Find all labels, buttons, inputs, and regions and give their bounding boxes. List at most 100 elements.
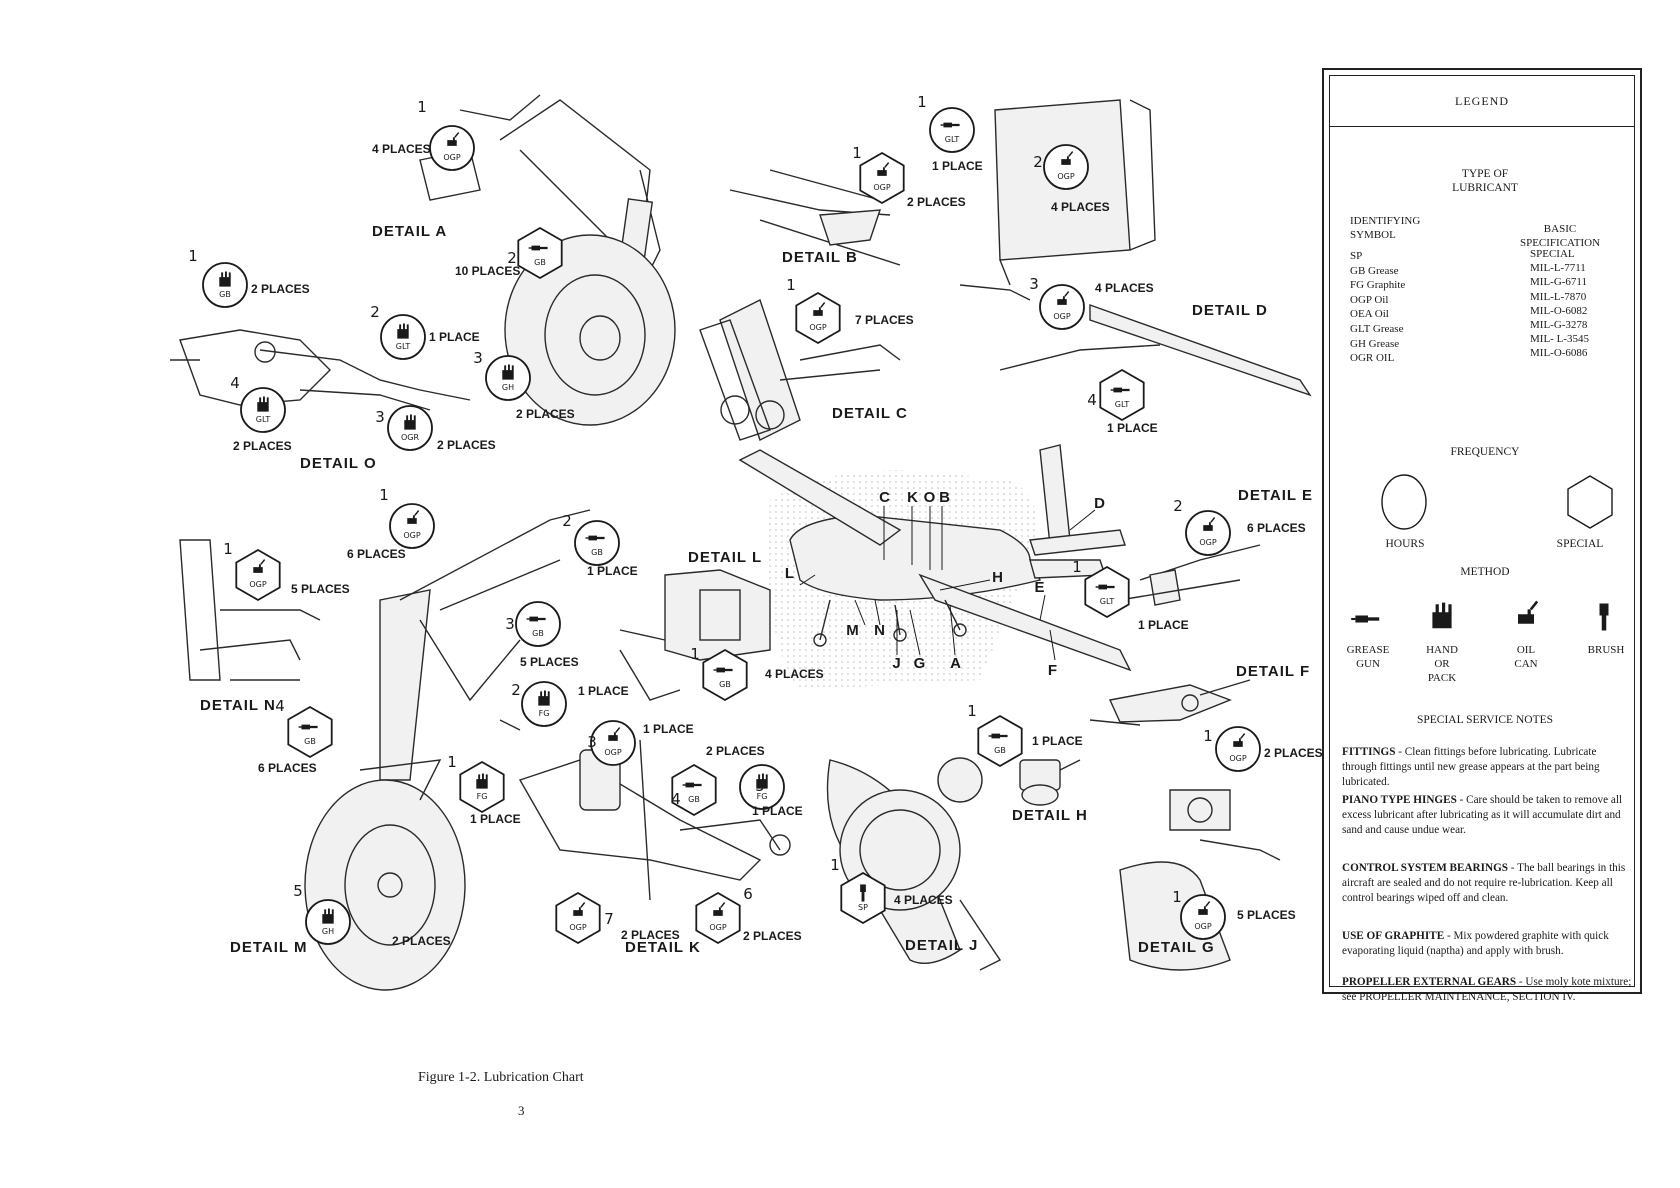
grease-gun-icon [1350, 614, 1381, 624]
lubricant-symbol-entry: GB Grease [1350, 264, 1399, 277]
lubricant-symbol: GB [532, 629, 544, 638]
lubricant-specification-entry: MIL-G-3278 [1530, 319, 1588, 331]
callout-gh-circle: GH 3 2 PLACES [473, 349, 574, 421]
callout-number: 1 [830, 856, 840, 874]
detail-e-drawing [1119, 544, 1261, 606]
frequency-circle-icon [590, 720, 636, 766]
frequency-hexagon-icon [1099, 368, 1145, 422]
callout-number: 3 [505, 615, 515, 633]
places-count: 6 PLACES [347, 547, 406, 561]
lubricant-symbol-entry: GLT Grease [1350, 323, 1404, 335]
lubricant-symbol: OGP [249, 580, 266, 589]
lubricant-symbol: OGP [1199, 538, 1216, 547]
places-count: 2 PLACES [907, 195, 966, 209]
detail-m-drawing [304, 509, 591, 991]
detail-label-l: DETAIL L [688, 549, 762, 566]
detail-label-a: DETAIL A [372, 223, 447, 240]
callout-number: 5 [293, 882, 303, 900]
detail-f-drawing [1089, 679, 1251, 726]
lubricant-specification-entry: MIL-O-6086 [1530, 347, 1588, 360]
service-note-heading: CONTROL SYSTEM BEARINGS [1342, 862, 1508, 874]
service-note-text: - Mix powdered graphite with quick evapo… [1342, 930, 1609, 957]
frequency-special-label: SPECIAL [1556, 538, 1604, 550]
lubricant-symbol: OGP [809, 323, 826, 332]
detail-l-drawing [619, 569, 771, 701]
lubricant-symbol: GLT [256, 415, 271, 424]
legend-inner-border: LEGEND TYPE OF LUBRICANT IDENTIFYING SYM… [1329, 75, 1635, 1003]
lubricant-symbol: GB [591, 548, 603, 557]
page-number: 3 [518, 1103, 525, 1118]
lubricant-symbol: OGP [1194, 922, 1211, 931]
legend-panel: LEGEND TYPE OF LUBRICANT IDENTIFYING SYM… [1322, 68, 1642, 1003]
places-count: 5 PLACES [1237, 908, 1296, 922]
service-note: PIANO TYPE HINGES - Care should be taken… [1342, 793, 1634, 838]
callout-number: 2 [1033, 153, 1043, 171]
callout-number: 6 [743, 885, 753, 903]
places-count: 2 PLACES [516, 407, 575, 421]
lubricant-symbol: GH [322, 927, 334, 936]
service-note-heading: USE OF GRAPHITE [1342, 930, 1445, 942]
method-label: BRUSH [1587, 644, 1625, 656]
lubricant-symbol-entry: GH Grease [1350, 337, 1400, 350]
service-note-heading: PIANO TYPE HINGES [1342, 794, 1457, 806]
lubricant-symbol-entry: OGR OIL [1350, 352, 1395, 365]
callout-number: 2 [562, 512, 572, 530]
aircraft-detail-letter: K [907, 489, 919, 506]
detail-label-d: DETAIL D [1192, 302, 1268, 319]
basic-specification-heading: BASIC SPECIFICATION [1519, 223, 1601, 249]
aircraft-detail-letter: A [950, 655, 962, 672]
lubricant-symbol: OGP [873, 183, 890, 192]
places-count: 1 PLACE [1138, 618, 1189, 632]
places-count: 2 PLACES [233, 439, 292, 453]
callout-number: 1 [917, 93, 927, 111]
detail-label-f: DETAIL F [1236, 663, 1310, 680]
callout-number: 4 [671, 790, 681, 808]
lubricant-symbol: GH [502, 383, 514, 392]
service-note-text: - Use moly kote mixture; see PROPELLER M… [1342, 976, 1632, 1003]
places-count: 2 PLACES [251, 282, 310, 296]
places-count: 4 PLACES [765, 667, 824, 681]
callout-number: 1 [1172, 888, 1182, 906]
lubricant-symbol: GLT [1115, 400, 1130, 409]
callout-number: 1 [188, 247, 198, 265]
callout-number: 3 [473, 349, 483, 367]
hours-circle-icon [1381, 474, 1427, 530]
lubricant-symbol: GB [534, 258, 546, 267]
frequency-circle-icon [1039, 284, 1085, 330]
detail-label-b: DETAIL B [782, 249, 858, 266]
callout-number: 5 [755, 777, 765, 795]
figure-caption: Figure 1-2. Lubrication Chart [418, 1070, 584, 1085]
aircraft-overview-drawing [738, 444, 1132, 690]
frequency-circle-icon [1043, 144, 1089, 190]
method-label: OIL CAN [1514, 644, 1538, 670]
lubricant-symbol-entry: FG Graphite [1350, 279, 1406, 292]
aircraft-detail-letter: O [924, 489, 937, 506]
callout-number: 1 [967, 702, 977, 720]
places-count: 1 PLACE [1107, 421, 1158, 435]
detail-n-drawing [179, 539, 321, 681]
aircraft-detail-letter: L [785, 565, 795, 582]
lubricant-specification-entry: MIL-G-6711 [1530, 276, 1588, 289]
places-count: 2 PLACES [706, 744, 765, 758]
hand-icon [1432, 602, 1452, 629]
frequency-circle-icon [574, 520, 620, 566]
places-count: 2 PLACES [743, 929, 802, 943]
places-count: 6 PLACES [258, 761, 317, 775]
callout-number: 3 [1029, 275, 1039, 293]
lubricant-symbol: OGP [569, 923, 586, 932]
detail-label-k: DETAIL K [625, 939, 701, 956]
callout-number: 2 [511, 681, 521, 699]
service-note: USE OF GRAPHITE - Mix powdered graphite … [1342, 929, 1634, 959]
